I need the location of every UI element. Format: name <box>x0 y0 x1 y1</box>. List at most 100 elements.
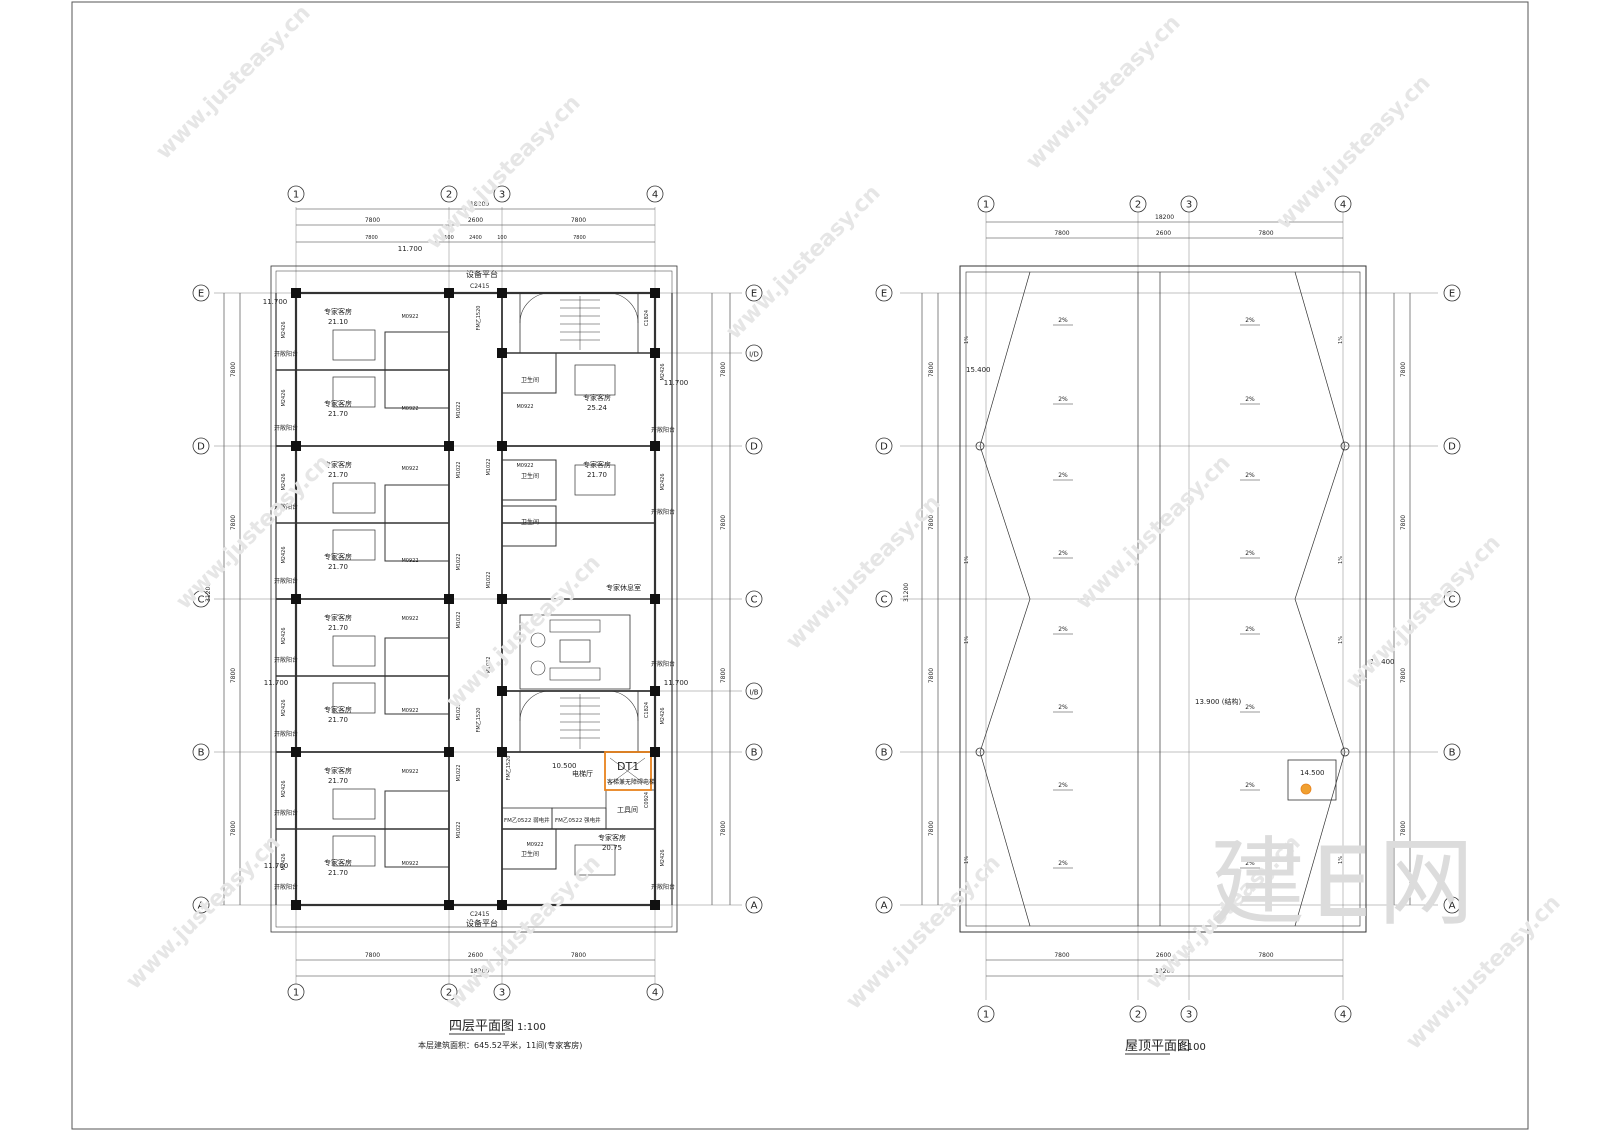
floor-bay-dim-bottom: 7800 <box>365 952 380 959</box>
floor-level-mark: 11.700 <box>664 379 689 387</box>
roof-total-row-dim: 31200 <box>903 583 910 602</box>
door-tag: M0922 <box>401 314 418 320</box>
door-tag: C1824 <box>644 310 650 326</box>
roof-side-slope-label: 1% <box>964 336 970 344</box>
floor-level-mark: 11.700 <box>264 862 289 870</box>
roof-col-bubble-top: 3 <box>1180 195 1198 213</box>
svg-text:2: 2 <box>446 190 452 201</box>
roof-row-bubble-right: E <box>1443 284 1461 302</box>
bathroom-label: 卫生间 <box>521 518 539 526</box>
svg-text:D: D <box>197 442 205 453</box>
roof-bay-dim-top: 7800 <box>1054 230 1069 237</box>
floor-row-dim-right: 7800 <box>720 515 727 530</box>
floor-level-mark: 11.700 <box>664 679 689 687</box>
door-tag: M2426 <box>281 627 287 644</box>
floor-row-dim-right: 7800 <box>720 362 727 377</box>
roof-row-bubble-left: D <box>875 437 893 455</box>
floor-row-bubble-left: B <box>192 743 210 761</box>
room-area-label: 21.70 <box>328 471 348 479</box>
floor-col-bubble-top: 1 <box>287 185 305 203</box>
roof-slope-label: 2% <box>1245 626 1255 633</box>
svg-text:A: A <box>198 901 205 912</box>
roof-side-slope-label: 1% <box>1338 556 1344 564</box>
svg-text:B: B <box>198 748 205 759</box>
balcony-label: 开敞阳台 <box>274 730 298 738</box>
balcony-label: 开敞阳台 <box>274 424 298 432</box>
svg-text:E: E <box>881 289 887 300</box>
svg-text:B: B <box>881 748 888 759</box>
room-name-label: 专家客房 <box>583 460 611 469</box>
roof-slope-label: 2% <box>1245 782 1255 789</box>
floor-bay-dim-top: 2600 <box>468 217 483 224</box>
floor-bay-dim-top: 7800 <box>571 217 586 224</box>
svg-text:3: 3 <box>499 988 505 999</box>
floor-row-bubble-left: E <box>192 284 210 302</box>
roof-side-slope-label: 1% <box>1338 336 1344 344</box>
door-tag: M1022 <box>456 461 462 478</box>
door-tag: M2426 <box>660 849 666 866</box>
floor-bay-dim-bottom: 7800 <box>571 952 586 959</box>
roof-slope-label: 2% <box>1058 860 1068 867</box>
floor-inner-dim: 100 <box>497 235 507 241</box>
floor-bay-dim-bottom: 2600 <box>468 952 483 959</box>
balcony-label: 开敞阳台 <box>651 660 675 668</box>
door-tag: M2426 <box>281 546 287 563</box>
door-tag: M0922 <box>401 708 418 714</box>
floor-row-bubble-right: C <box>745 590 763 608</box>
roof-row-bubble-left: A <box>875 896 893 914</box>
svg-text:C: C <box>881 595 888 606</box>
door-tag: M2426 <box>660 473 666 490</box>
floor-col-bubble-bottom: 1 <box>287 983 305 1001</box>
svg-text:B: B <box>1449 748 1456 759</box>
door-tag: M0922 <box>526 842 543 848</box>
floor-row-dim-left: 7800 <box>230 821 237 836</box>
svg-text:B: B <box>751 748 758 759</box>
floor-row-bubble-right: E <box>745 284 763 302</box>
room-name-label: 专家客房 <box>324 858 352 867</box>
roof-col-bubble-top: 2 <box>1129 195 1147 213</box>
door-tag: M0922 <box>401 406 418 412</box>
bathroom-label: 卫生间 <box>521 376 539 384</box>
roof-side-slope-label: 1% <box>1338 636 1344 644</box>
floor-row-bubble-left: C <box>192 590 210 608</box>
floor-row-bubble-right: B <box>745 743 763 761</box>
floor-overall-dim: 18200 <box>470 201 489 208</box>
roof-slope-label: 2% <box>1058 396 1068 403</box>
roof-row-dim-left: 7800 <box>928 515 935 530</box>
roof-row-dim-right: 7800 <box>1400 668 1407 683</box>
door-tag: M2426 <box>660 707 666 724</box>
roof-row-bubble-right: D <box>1443 437 1461 455</box>
door-tag: M0922 <box>516 463 533 469</box>
door-tag: C0924 <box>644 792 650 808</box>
door-tag: M1022 <box>456 553 462 570</box>
bottom-platform-label: 设备平台 <box>466 918 498 928</box>
svg-text:2: 2 <box>1135 1010 1141 1021</box>
roof-bay-dim-bottom: 2600 <box>1156 952 1171 959</box>
door-tag: FM乙1520 <box>475 306 482 331</box>
svg-text:E: E <box>198 289 204 300</box>
svg-text:D: D <box>750 442 758 453</box>
svg-text:2: 2 <box>1135 200 1141 211</box>
floor-row-bubble-right: A <box>745 896 763 914</box>
room-area-label: 21.70 <box>328 624 348 632</box>
svg-text:3: 3 <box>499 190 505 201</box>
svg-text:1: 1 <box>983 1010 989 1021</box>
roof-level-stair: 14.500 <box>1300 769 1325 777</box>
top-window-tag: C2415 <box>470 283 490 290</box>
floor-row-bubble-right: I/B <box>745 682 763 700</box>
room-area-label: 20.75 <box>602 844 622 852</box>
room-name-label: 专家客房 <box>598 833 626 842</box>
floor-row-bubble-right: I/D <box>745 344 763 362</box>
roof-plan-title: 屋顶平面图 <box>1125 1039 1190 1054</box>
svg-text:D: D <box>880 442 888 453</box>
roof-plan-scale: 1:100 <box>1177 1042 1206 1053</box>
elevator-hall-label: 电梯厅 <box>572 769 593 778</box>
elevator-level: 10.500 <box>552 762 577 770</box>
room-name-label: 专家客房 <box>324 766 352 775</box>
floor-col-bubble-bottom: 3 <box>493 983 511 1001</box>
roof-slope-label: 2% <box>1058 704 1068 711</box>
bottom-window-tag: C2415 <box>470 911 490 918</box>
floor-inner-dim: 2400 <box>469 235 482 241</box>
